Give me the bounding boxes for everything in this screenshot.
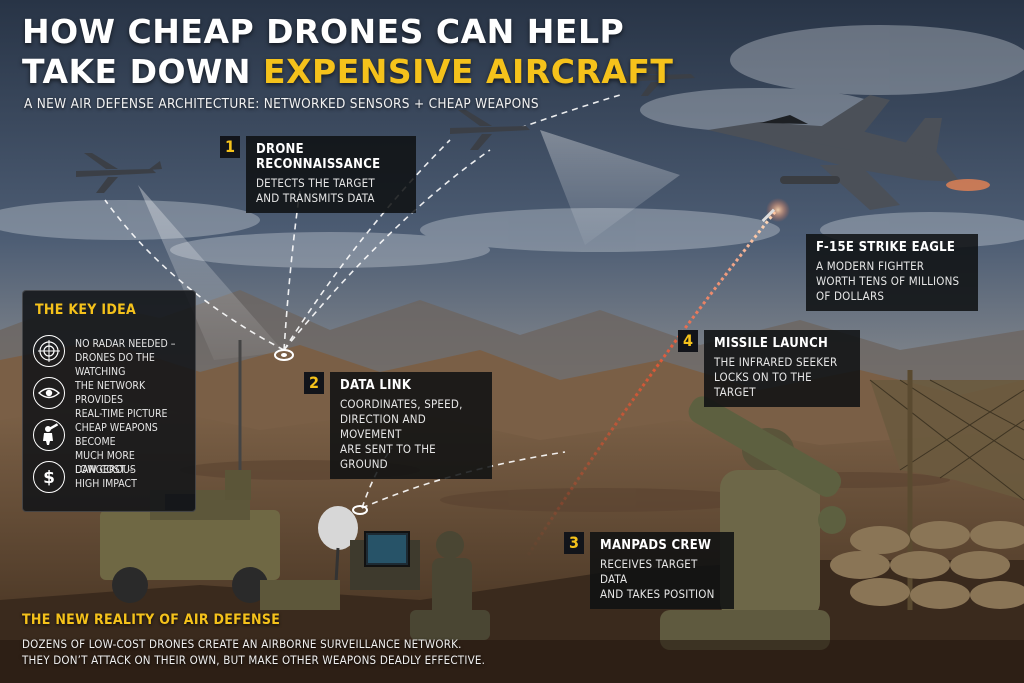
bottom-body: DOZENS OF LOW-COST DRONES CREATE AN AIRB…	[22, 636, 485, 668]
ground-station	[260, 506, 420, 610]
dollar-icon: $	[33, 461, 65, 493]
callout-body: THE INFRARED SEEKER LOCKS ON TO THE TARG…	[714, 355, 850, 400]
key-idea-item: THE NETWORK PROVIDES REAL-TIME PICTURE	[33, 375, 193, 420]
callout-line: RECEIVES TARGET DATA	[600, 557, 698, 586]
key-idea-text: THE NETWORK PROVIDES REAL-TIME PICTURE	[75, 379, 193, 421]
aircraft-body: A MODERN FIGHTER WORTH TENS OF MILLIONS …	[816, 259, 968, 304]
callout-data-link: 2 DATA LINK COORDINATES, SPEED, DIRECTIO…	[304, 372, 492, 479]
callout-heading: MISSILE LAUNCH	[714, 336, 829, 351]
sandbags	[830, 521, 1024, 609]
soldier-icon	[33, 419, 65, 451]
callout-body: RECEIVES TARGET DATA AND TAKES POSITION	[600, 557, 724, 602]
drone	[623, 60, 695, 96]
armored-vehicle	[100, 340, 280, 603]
title-line-2: TAKE DOWN EXPENSIVE AIRCRAFT	[22, 52, 673, 92]
aircraft-line: A MODERN FIGHTER	[816, 259, 925, 273]
callout-number: 2	[304, 372, 324, 394]
key-idea-line: THE NETWORK PROVIDES	[75, 380, 146, 406]
radar-icon	[33, 335, 65, 367]
bottom-line: THEY DON’T ATTACK ON THEIR OWN, BUT MAKE…	[22, 653, 486, 667]
callout-number: 3	[564, 532, 584, 554]
aircraft-line: WORTH TENS OF MILLIONS	[816, 274, 960, 288]
callout-line: ARE SENT TO THE GROUND	[340, 442, 436, 471]
drone	[450, 110, 530, 150]
key-idea-item: $ LOW COST – HIGH IMPACT	[33, 459, 193, 501]
title-line-1: HOW CHEAP DRONES CAN HELP	[22, 12, 625, 51]
eye-icon	[33, 377, 65, 409]
f15-jet	[708, 95, 960, 210]
callout-line: LOCKS ON TO THE TARGET	[714, 370, 812, 399]
callout-line: THE INFRARED SEEKER	[714, 355, 838, 369]
callout-line: AND TAKES POSITION	[600, 587, 715, 601]
key-idea-line: CHEAP WEAPONS BECOME	[75, 422, 158, 448]
key-idea-line: DRONES DO THE WATCHING	[75, 352, 155, 378]
network-node	[352, 505, 368, 515]
key-idea-line: LOW COST –	[75, 464, 134, 476]
callout-heading: DATA LINK	[340, 378, 412, 393]
title-line-2-highlight: EXPENSIVE AIRCRAFT	[263, 52, 674, 91]
operator-soldier	[410, 531, 490, 640]
page-title: HOW CHEAP DRONES CAN HELP TAKE DOWN EXPE…	[22, 12, 673, 92]
callout-body: COORDINATES, SPEED, DIRECTION AND MOVEME…	[340, 397, 482, 472]
callout-missile-launch: 4 MISSILE LAUNCH THE INFRARED SEEKER LOC…	[678, 330, 860, 407]
callout-number: 1	[220, 136, 240, 158]
aircraft-line: OF DOLLARS	[816, 289, 885, 303]
camo-net	[869, 370, 1024, 610]
aircraft-heading: F-15E STRIKE EAGLE	[816, 240, 956, 255]
key-idea-heading: THE KEY IDEA	[35, 302, 137, 318]
callout-body: DETECTS THE TARGET AND TRANSMITS DATA	[256, 176, 406, 206]
key-idea-line: NO RADAR NEEDED –	[75, 338, 176, 350]
bottom-line: DOZENS OF LOW-COST DRONES CREATE AN AIRB…	[22, 637, 462, 651]
key-idea-text: NO RADAR NEEDED – DRONES DO THE WATCHING	[75, 337, 193, 379]
manpads-soldier	[660, 396, 846, 650]
key-idea-item: CHEAP WEAPONS BECOME MUCH MORE DANGEROUS	[33, 417, 193, 476]
callout-heading: MANPADS CREW	[600, 538, 712, 553]
callout-line: DETECTS THE TARGET	[256, 176, 375, 190]
callout-heading: DRONE RECONNAISSANCE	[256, 142, 381, 172]
key-idea-text: CHEAP WEAPONS BECOME MUCH MORE DANGEROUS	[75, 421, 193, 477]
callout-line: AND TRANSMITS DATA	[256, 191, 375, 205]
callout-number: 4	[678, 330, 698, 352]
callout-manpads-crew: 3 MANPADS CREW RECEIVES TARGET DATA AND …	[564, 532, 734, 609]
network-node	[274, 349, 294, 361]
key-idea-item: NO RADAR NEEDED – DRONES DO THE WATCHING	[33, 333, 193, 378]
bottom-heading: THE NEW REALITY OF AIR DEFENSE	[22, 612, 281, 628]
key-idea-text: LOW COST – HIGH IMPACT	[75, 463, 137, 491]
callout-drone-reconnaissance: 1 DRONE RECONNAISSANCE DETECTS THE TARGE…	[220, 136, 416, 213]
key-idea-line: REAL-TIME PICTURE	[75, 408, 168, 420]
key-idea-panel: THE KEY IDEA NO RADAR NEEDED – DRONES DO…	[22, 290, 196, 512]
key-idea-line: MUCH MORE DANGEROUS	[75, 450, 136, 476]
key-idea-line: HIGH IMPACT	[75, 478, 137, 490]
callout-line: COORDINATES, SPEED,	[340, 397, 463, 411]
drone	[76, 153, 162, 193]
aircraft-label: F-15E STRIKE EAGLE A MODERN FIGHTER WORT…	[806, 234, 978, 311]
page-subtitle: A NEW AIR DEFENSE ARCHITECTURE: NETWORKE…	[24, 96, 539, 112]
svg-text:$: $	[43, 468, 55, 488]
title-line-2-prefix: TAKE DOWN	[22, 52, 264, 91]
callout-line: DIRECTION AND MOVEMENT	[340, 412, 426, 441]
